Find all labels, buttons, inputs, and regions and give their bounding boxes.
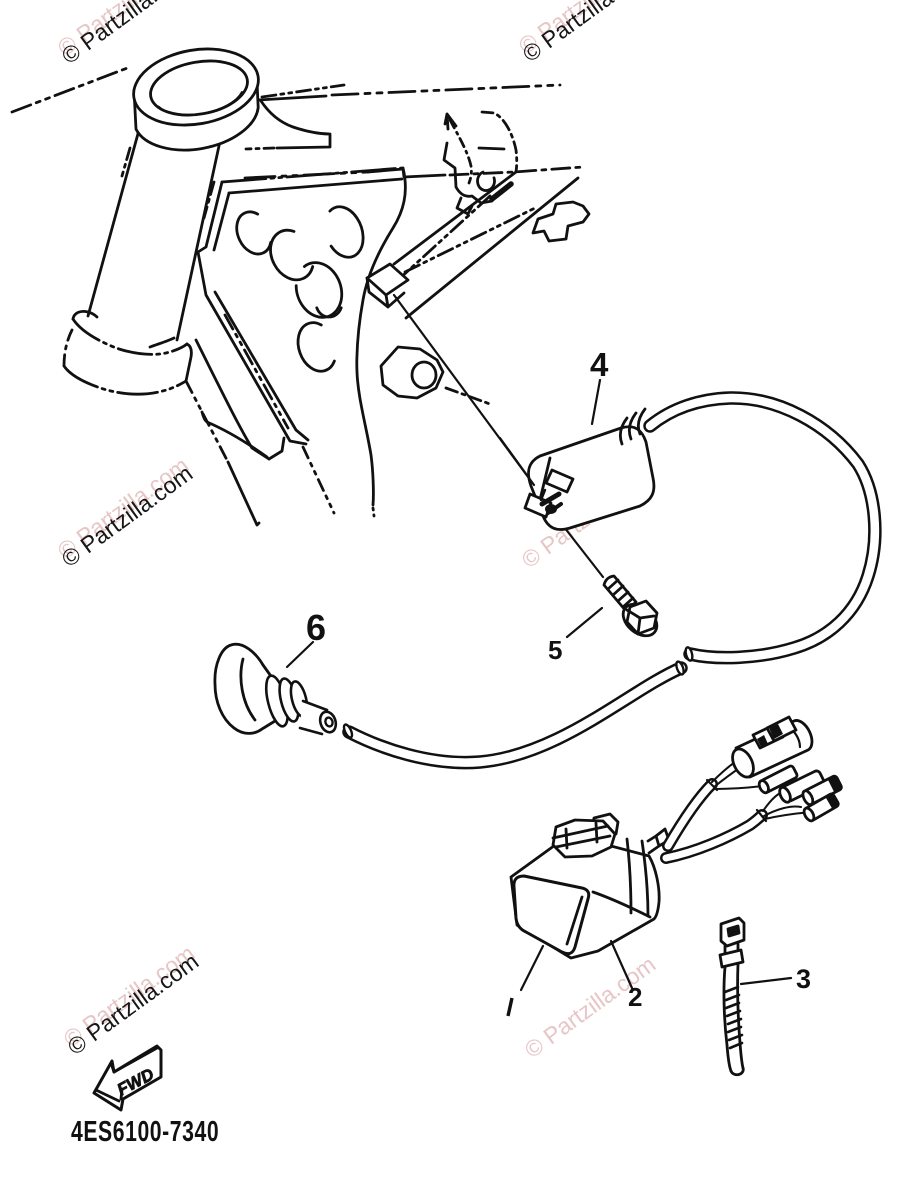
svg-text:4: 4 — [590, 346, 609, 383]
svg-text:3: 3 — [796, 964, 811, 994]
svg-text:4ES6100-7340: 4ES6100-7340 — [71, 1116, 219, 1148]
svg-text:2: 2 — [628, 982, 642, 1012]
svg-text:6: 6 — [306, 607, 326, 648]
svg-text:5: 5 — [548, 635, 562, 665]
